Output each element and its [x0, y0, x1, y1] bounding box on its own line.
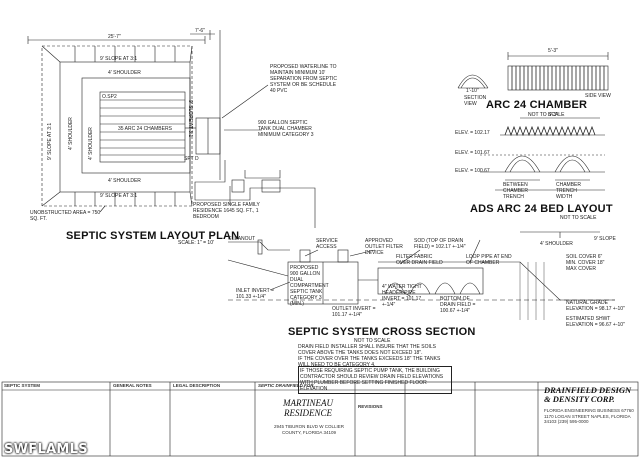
plan-residence-note: PROPOSED SINGLE FAMILY RESIDENCE 1645 SQ… — [193, 202, 260, 220]
bed-chamber-width: CHAMBER TRENCH WIDTH — [556, 182, 582, 200]
plan-slope-top: 9' SLOPE AT 3:1 — [100, 56, 138, 62]
xs-note2: IF THE COVER OVER THE TANKS EXCEEDS 18" … — [298, 356, 441, 368]
xs-sod-top: SOD (TOP OF DRAIN FIELD) = 102.17 +-1/4" — [414, 238, 466, 250]
tb-col1-head: SEPTIC SYSTEM — [4, 383, 41, 388]
plan-shoulder-top: 4' SHOULDER — [108, 70, 141, 76]
arc-title: ARC 24 CHAMBER — [486, 99, 588, 111]
bed-elev1: ELEV. = 102.17 — [455, 130, 490, 136]
xs-tank: PROPOSED 900 GALLON DUAL COMPARTMENT SEP… — [290, 265, 329, 307]
xs-note3: IF THOSE REQUIRING SEPTIC PUMP TANK, THE… — [298, 366, 452, 394]
arc-subtitle: NOT TO SCALE — [528, 112, 565, 118]
xs-inlet: INLET INVERT = 101.33 +-1/4" — [236, 288, 274, 300]
plan-dspt: O.SP2 — [102, 94, 117, 100]
tb-revisions: REVISIONS — [358, 404, 383, 409]
bed-title: ADS ARC 24 BED LAYOUT — [470, 203, 613, 215]
plan-scale: SCALE: 1" = 10' — [178, 240, 214, 246]
xs-fabric: FILTER FABRIC OVER DRAIN FIELD — [396, 254, 443, 266]
arc-dim: 5'-3" — [548, 48, 558, 54]
tb-col2-head: GENERAL NOTES — [113, 383, 152, 388]
tb-company: DRAINFIELD DESIGN & DENSITY CORP. — [544, 385, 632, 404]
bed-elev3: ELEV. = 100.67 — [455, 168, 490, 174]
plan-title: SEPTIC SYSTEM LAYOUT PLAN — [66, 230, 240, 242]
plan-slope-right: 9' SLOPE AT 3:1 — [187, 100, 193, 138]
xs-scale: NOT TO SCALE — [354, 338, 391, 344]
tb-company-sub: FLORIDA ENGINEERING BUSINESS 67760 1170 … — [544, 408, 634, 424]
arc-dim-small: 1'-10" — [466, 88, 479, 94]
xs-filter: APPROVED OUTLET FILTER DEVICE — [365, 238, 403, 256]
xs-outlet: OUTLET INVERT = 101.17 +-1/4" — [332, 306, 376, 318]
xs-shoulder: 4' SHOULDER — [540, 241, 573, 247]
bed-dim: 8'-3" — [548, 112, 558, 118]
tb-address: 2945 TIBURON BLVD W COLLIER COUNTY, FLOR… — [273, 424, 345, 435]
xs-bottom: BOTTOM OF DRAIN FIELD = 100.67 +-1/4" — [440, 296, 476, 314]
watermark-logo: SWFLAMLS — [4, 442, 88, 457]
arc-side-view: SIDE VIEW — [585, 93, 611, 99]
xs-shwt: ESTIMATED SHWT ELEVATION = 96.67 +-10" — [566, 316, 625, 328]
plan-waterline-note: PROPOSED WATERLINE TO MAINTAIN MINIMUM 1… — [270, 64, 338, 94]
plan-unobstructed-note: UNOBSTRUCTED AREA = 750 SQ. FT. — [30, 210, 101, 222]
xs-natural-grade: NATURAL GRADE ELEVATION = 98.17 +-10" — [566, 300, 625, 312]
plan-tank-note: 900 GALLON SEPTIC TANK DUAL CHAMBER MINI… — [258, 120, 314, 138]
bed-between: BETWEEN CHAMBER TRENCH — [503, 182, 529, 200]
plan-shoulder-bottom: 4' SHOULDER — [108, 178, 141, 184]
xs-soil-cover: SOIL COVER 6" MIN. COVER 18" MAX COVER — [566, 254, 605, 272]
tb-col3-head: LEGAL DESCRIPTION — [173, 383, 221, 388]
tb-project: MARTINEAU RESIDENCE — [283, 398, 333, 418]
xs-title: SEPTIC SYSTEM CROSS SECTION — [288, 326, 476, 338]
arc-section-view: SECTION VIEW — [464, 95, 487, 107]
xs-service-access: SERVICE ACCESS — [316, 238, 338, 250]
xs-cleanout: CLEANOUT — [228, 236, 256, 242]
xs-loop: LOOP PIPE AT END OF CHAMBER — [466, 254, 512, 266]
tb-col4-head: SEPTIC DRAINFIELD FOR — [258, 383, 314, 388]
plan-dim-top2: 7'-6" — [195, 28, 205, 34]
plan-slope-bottom: 9' SLOPE AT 3:1 — [100, 193, 138, 199]
bed-subtitle: NOT TO SCALE — [560, 215, 597, 221]
xs-slope: 9' SLOPE — [594, 236, 616, 242]
plan-shoulder-right: 4' SHOULDER — [88, 127, 94, 160]
plan-dim-top: 25'-7" — [108, 34, 121, 40]
xs-header: 4" WATER TIGHT HEADER PIPE INVERT = 101.… — [382, 284, 422, 308]
plan-chambers-label: 35 ARC 24 CHAMBERS — [118, 126, 172, 132]
plan-shoulder-left: 4' SHOULDER — [68, 117, 74, 150]
xs-note1: DRAIN FIELD INSTALLER SHALL INSURE THAT … — [298, 344, 437, 356]
plan-spt: SPT D — [184, 156, 199, 162]
bed-elev2: ELEV. = 101.67 — [455, 150, 490, 156]
plan-slope-left: 9' SLOPE AT 3:1 — [47, 122, 53, 160]
